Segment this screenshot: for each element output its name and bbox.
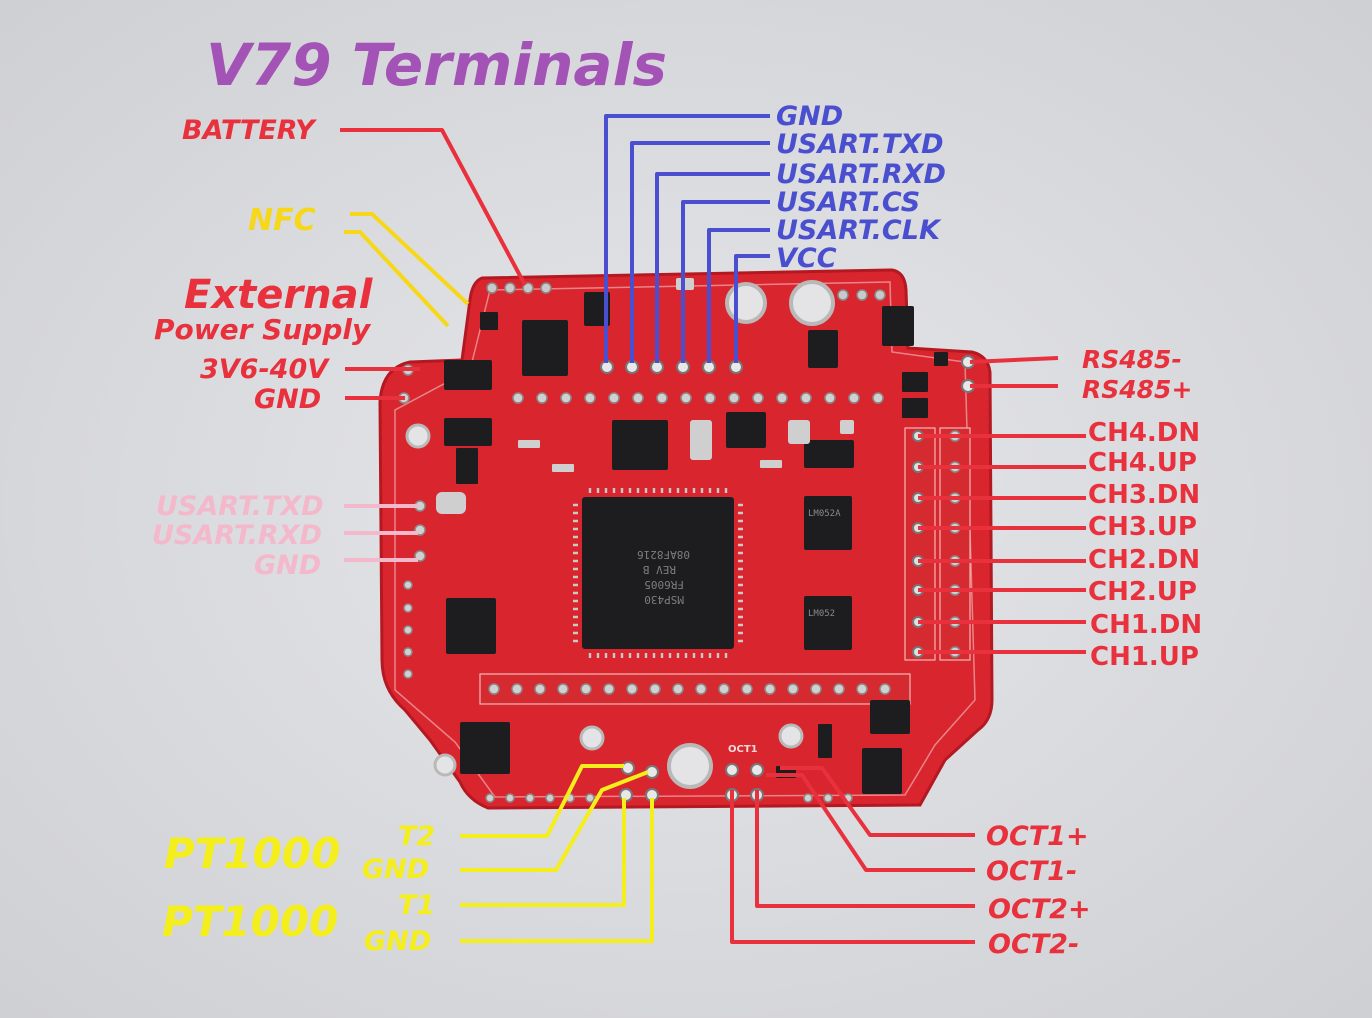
mcu-text-4: 08AF8216 <box>637 548 690 561</box>
line-t2 <box>460 764 624 838</box>
line-top-clk <box>707 228 770 363</box>
label-usart-rxd-left: USART.RXD <box>152 520 322 551</box>
label-pt1000-a: PT1000 <box>164 829 340 878</box>
line-nfc-2 <box>344 230 450 328</box>
label-external: External <box>184 272 374 318</box>
label-ch2-dn: CH2.DN <box>1088 545 1200 575</box>
label-power-supply: Power Supply <box>154 313 372 346</box>
label-ch4-up: CH4.UP <box>1088 448 1197 478</box>
label-ch1-dn: CH1.DN <box>1090 610 1202 640</box>
line-nfc-1 <box>350 212 470 306</box>
line-gnd-t1 <box>460 798 654 943</box>
label-pt1000-b: PT1000 <box>162 897 338 946</box>
line-oct2-plus <box>755 790 975 908</box>
label-usart-gnd-left: GND <box>254 550 321 581</box>
label-t1: T1 <box>398 890 435 921</box>
board-oct1-silk: OCT1 <box>728 744 758 755</box>
line-rs485-minus <box>969 356 1059 364</box>
line-oct1-plus <box>780 766 975 837</box>
label-battery: BATTERY <box>182 115 317 146</box>
label-top-txd: USART.TXD <box>776 129 944 160</box>
line-battery <box>340 128 527 286</box>
label-oct1-plus: OCT1+ <box>986 821 1089 852</box>
mcu-chip <box>582 497 734 649</box>
label-ch3-up: CH3.UP <box>1088 512 1197 542</box>
line-top-cs <box>681 200 770 363</box>
label-rs485-minus: RS485- <box>1082 345 1182 374</box>
line-top-gnd <box>604 114 770 363</box>
line-top-txd <box>630 141 770 363</box>
label-oct1-minus: OCT1- <box>986 856 1077 887</box>
label-top-gnd: GND <box>776 101 843 132</box>
line-oct2-minus <box>730 790 975 944</box>
label-gnd-power: GND <box>254 384 321 415</box>
label-nfc: NFC <box>248 203 316 238</box>
label-ch3-dn: CH3.DN <box>1088 480 1200 510</box>
label-ch4-dn: CH4.DN <box>1088 418 1200 448</box>
line-top-rxd <box>655 172 770 363</box>
mcu-text-2: FR6005 <box>644 578 684 591</box>
label-usart-txd-left: USART.TXD <box>156 491 324 522</box>
mcu-text-1: MSP430 <box>644 593 684 606</box>
label-top-rxd: USART.RXD <box>776 159 946 190</box>
label-ch2-up: CH2.UP <box>1088 577 1197 607</box>
label-rs485-plus: RS485+ <box>1082 375 1192 404</box>
chip-lm-1: LM052A <box>808 509 841 519</box>
line-t1 <box>460 798 626 907</box>
leader-lines <box>340 114 1086 944</box>
label-oct2-plus: OCT2+ <box>988 894 1091 925</box>
label-oct2-minus: OCT2- <box>988 929 1079 960</box>
label-gnd-t2: GND <box>362 854 429 885</box>
page-title: V79 Terminals <box>206 31 667 99</box>
label-top-cs: USART.CS <box>776 187 920 218</box>
mcu-text-3: REV B <box>643 563 676 576</box>
pcb-board <box>378 268 994 810</box>
label-top-vcc: VCC <box>776 243 837 274</box>
label-ch1-up: CH1.UP <box>1090 642 1199 672</box>
line-top-vcc <box>734 254 770 363</box>
chip-lm-2: LM052 <box>808 609 835 619</box>
label-top-clk: USART.CLK <box>776 215 942 246</box>
line-gnd-t2 <box>460 770 649 872</box>
label-voltage: 3V6-40V <box>200 354 330 385</box>
label-gnd-t1: GND <box>364 926 431 957</box>
label-t2: T2 <box>398 821 435 852</box>
line-oct1-minus <box>766 773 975 872</box>
